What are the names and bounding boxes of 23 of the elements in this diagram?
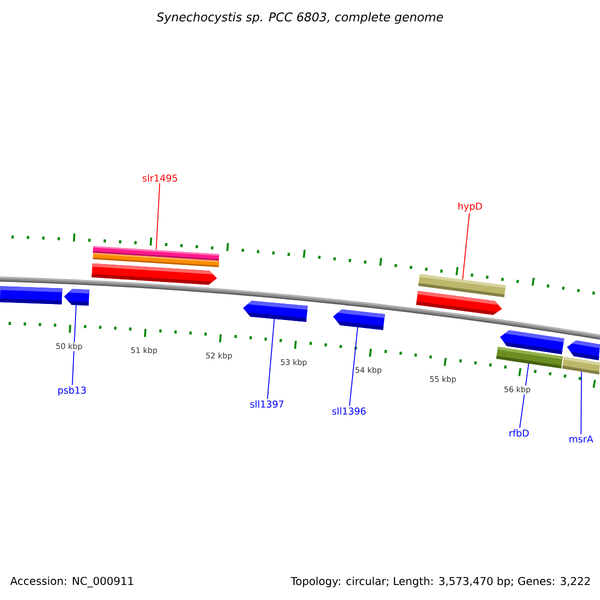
leader-line xyxy=(267,318,275,400)
gene-label: sll1396 xyxy=(332,407,366,415)
leader-line xyxy=(349,326,358,406)
gene-label: msrA xyxy=(570,435,594,443)
leader-line xyxy=(462,212,470,280)
footer-text: Accession: NC_000911 xyxy=(10,576,134,588)
leader-line xyxy=(580,371,582,435)
feature-bar xyxy=(92,246,220,261)
leader-line xyxy=(72,304,77,386)
gene-label: sll1397 xyxy=(250,400,284,408)
footer-text: Topology: circular; Length: 3,573,470 bp; Genes: 3,222 xyxy=(290,576,590,588)
gene-feature xyxy=(64,288,90,306)
gene-label: psb13 xyxy=(58,386,86,396)
feature-bar xyxy=(562,356,600,374)
gene-label: hypD xyxy=(458,202,482,212)
title: Synechocystis sp. PCC 6803, complete genome xyxy=(156,12,443,24)
gene-feature xyxy=(333,309,385,330)
gene-label: slr1495 xyxy=(142,174,177,182)
gene-feature xyxy=(243,300,308,322)
gene-label: rfbD xyxy=(510,429,529,437)
feature-bar xyxy=(496,346,563,368)
feature-bar xyxy=(418,274,506,298)
leader-line xyxy=(156,182,160,250)
